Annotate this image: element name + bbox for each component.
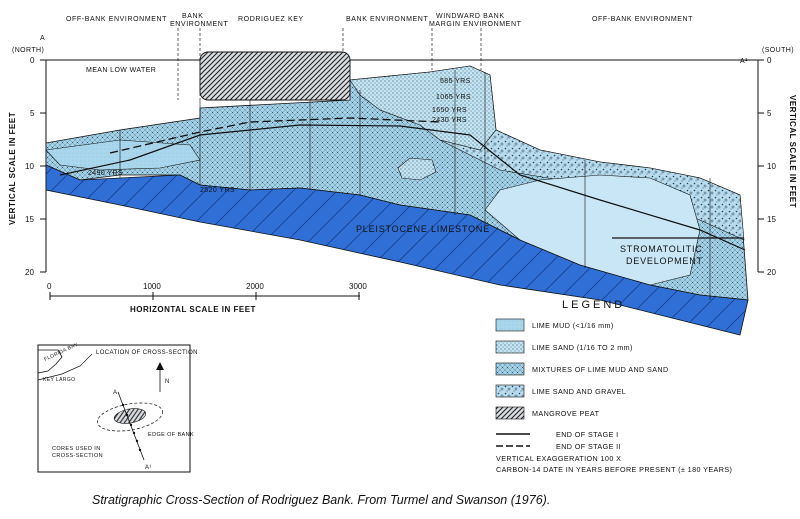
- legend: LEGEND LIME MUD (<1/16 mm) LIME SAND (1/…: [495, 299, 732, 474]
- v-tick-right: 15: [767, 215, 776, 224]
- stromatolitic-label-1: STROMATOLITIC: [620, 244, 703, 254]
- env-bank-left-line2: ENVIRONMENT: [170, 21, 228, 28]
- inset-frame: [37, 344, 191, 473]
- v-tick-right: 20: [767, 268, 776, 277]
- h-tick: 1000: [143, 282, 161, 291]
- legend-title: LEGEND: [562, 299, 625, 311]
- v-tick: 15: [25, 215, 34, 224]
- inset-place: KEY LARGO: [43, 377, 75, 383]
- env-rodriguez-key: RODRIGUEZ KEY: [238, 16, 304, 23]
- legend-swatch-mixture: [495, 362, 525, 376]
- pleistocene-label: PLEISTOCENE LIMESTONE: [356, 224, 490, 234]
- date-label: 2430 YRS: [432, 117, 467, 124]
- v-tick-right: 5: [767, 109, 772, 118]
- inset-key: [113, 408, 147, 424]
- legend-line-label: END OF STAGE I: [556, 430, 619, 439]
- v-tick: 10: [25, 162, 34, 171]
- v-tick: 0: [30, 56, 35, 65]
- h-tick: 2000: [246, 282, 264, 291]
- inset-cores-label-2: CROSS-SECTION: [52, 453, 103, 459]
- inset-map: FLORIDA BAY KEY LARGO LOCATION OF CROSS-…: [37, 342, 198, 473]
- env-off-bank-right: OFF-BANK ENVIRONMENT: [592, 16, 693, 23]
- date-label: 585 YRS: [440, 78, 471, 85]
- vertical-axis-label-left: VERTICAL SCALE IN FEET: [8, 112, 17, 225]
- legend-swatch-sand-gravel: [495, 384, 525, 398]
- legend-note: VERTICAL EXAGGERATION 100 X: [496, 454, 621, 463]
- env-bank-left-line1: BANK: [182, 13, 203, 20]
- vertical-axis-label-right: VERTICAL SCALE IN FEET: [788, 95, 797, 208]
- inset-a1: A¹: [145, 465, 152, 471]
- legend-swatch-peat: [495, 406, 525, 420]
- figure-caption: Stratigraphic Cross-Section of Rodriguez…: [92, 493, 550, 507]
- legend-item-label: LIME SAND (1/16 TO 2 mm): [532, 343, 633, 352]
- legend-swatch-lime-sand: [495, 340, 525, 354]
- date-label: 1065 YRS: [436, 94, 471, 101]
- section-end-left-sub: (NORTH): [12, 47, 44, 54]
- v-tick: 5: [30, 109, 35, 118]
- environment-header: OFF-BANK ENVIRONMENT BANK ENVIRONMENT RO…: [66, 13, 693, 100]
- inset-edge-label: EDGE OF BANK: [148, 432, 194, 438]
- h-tick: 3000: [349, 282, 367, 291]
- mangrove-peat-key: [199, 51, 351, 101]
- h-tick: 0: [47, 282, 52, 291]
- mean-low-water-label: MEAN LOW WATER: [86, 67, 156, 74]
- date-label: 2490 YRS: [88, 170, 123, 177]
- cross-section: [45, 51, 749, 336]
- legend-note: CARBON-14 DATE IN YEARS BEFORE PRESENT (…: [496, 465, 732, 474]
- env-bank-mid: BANK ENVIRONMENT: [346, 16, 428, 23]
- inset-location-label: LOCATION OF CROSS-SECTION: [96, 350, 198, 356]
- section-end-right: (SOUTH): [762, 47, 794, 54]
- v-tick-right: 0: [767, 56, 772, 65]
- date-label: 2520 YRS: [200, 187, 235, 194]
- inset-cores-label-1: CORES USED IN: [52, 446, 101, 452]
- vertical-axis-left: 0 5 10 15 20 VERTICAL SCALE IN FEET: [8, 56, 47, 277]
- lime-mud-left: [45, 139, 201, 171]
- legend-item-label: MANGROVE PEAT: [532, 409, 600, 418]
- date-label: 1650 YRS: [432, 107, 467, 114]
- vertical-axis-right: 0 5 10 15 20 VERTICAL SCALE IN FEET: [757, 56, 797, 277]
- legend-item-label: LIME SAND AND GRAVEL: [532, 387, 626, 396]
- stage-two-line: [109, 117, 441, 154]
- stage-one-line: [59, 124, 746, 251]
- legend-item-label: LIME MUD (<1/16 mm): [532, 321, 614, 330]
- v-tick-right: 10: [767, 162, 776, 171]
- section-end-right-sub: A¹: [740, 58, 748, 65]
- v-tick: 20: [25, 268, 34, 277]
- stromatolitic-label-2: DEVELOPMENT: [626, 256, 703, 266]
- env-off-bank-left: OFF-BANK ENVIRONMENT: [66, 16, 167, 23]
- legend-item-label: MIXTURES OF LIME MUD AND SAND: [532, 365, 669, 374]
- horizontal-axis-label: HORIZONTAL SCALE IN FEET: [130, 305, 256, 314]
- env-windward-line1: WINDWARD BANK: [436, 13, 505, 20]
- env-windward-line2: MARGIN ENVIRONMENT: [429, 21, 522, 28]
- legend-line-label: END OF STAGE II: [556, 442, 621, 451]
- north-label: N: [165, 379, 170, 385]
- section-end-left: A: [40, 35, 45, 42]
- legend-swatch-lime-mud: [495, 318, 525, 332]
- sand-lens: [397, 157, 437, 181]
- horizontal-scale: 0 1000 2000 3000 HORIZONTAL SCALE IN FEE…: [47, 282, 367, 314]
- inset-a: A: [113, 390, 117, 396]
